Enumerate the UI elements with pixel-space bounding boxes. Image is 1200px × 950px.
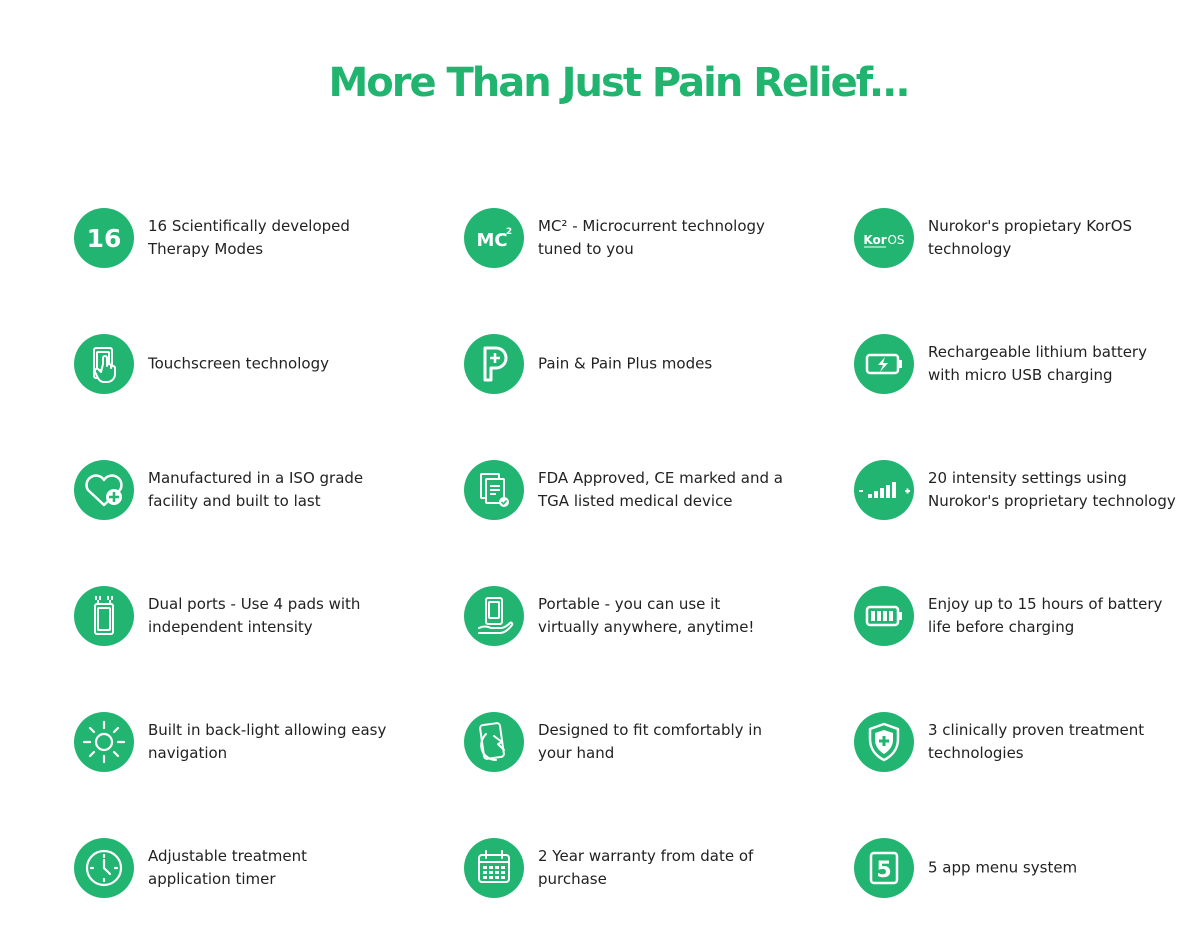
page-title: More Than Just Pain Relief...	[328, 60, 910, 106]
feature-intensity-settings: 20 intensity settings using Nurokor's pr…	[854, 460, 1200, 520]
certified-document-icon	[464, 460, 524, 520]
shield-plus-icon	[854, 712, 914, 772]
feature-text: Designed to fit comfortably in your hand	[538, 721, 762, 762]
intensity-bars-icon	[854, 460, 914, 520]
hand-holding-device-icon	[464, 712, 524, 772]
feature-text: 5 app menu system	[928, 858, 1078, 877]
icon-text: 5	[876, 858, 891, 883]
feature-text: Manufactured in a ISO grade facility and…	[148, 469, 364, 510]
feature-dual-ports: Dual ports - Use 4 pads with independent…	[74, 586, 434, 646]
feature-text: Enjoy up to 15 hours of battery life bef…	[928, 595, 1163, 636]
feature-touchscreen: Touchscreen technology	[74, 334, 434, 394]
icon-text-kor: Kor	[863, 233, 886, 247]
dual-ports-device-icon	[74, 586, 134, 646]
feature-microcurrent: MC 2 MC² - Microcurrent technology tuned…	[464, 208, 824, 268]
feature-ergonomic: Designed to fit comfortably in your hand	[464, 712, 824, 772]
icon-text-os: OS	[887, 233, 904, 247]
number-5-box-icon: 5	[854, 838, 914, 898]
feature-text: Dual ports - Use 4 pads with independent…	[148, 595, 361, 636]
feature-app-menu: 5 5 app menu system	[854, 838, 1200, 898]
touchscreen-icon	[74, 334, 134, 394]
feature-text: FDA Approved, CE marked and a TGA listed…	[538, 469, 783, 510]
clock-icon	[74, 838, 134, 898]
feature-text: Adjustable treatment application timer	[148, 847, 308, 888]
mc2-icon: MC 2	[464, 208, 524, 268]
icon-superscript: 2	[506, 227, 512, 237]
feature-text: Touchscreen technology	[148, 354, 329, 373]
icon-text: 16	[87, 224, 122, 253]
feature-text: 20 intensity settings using Nurokor's pr…	[928, 469, 1176, 510]
feature-clinically-proven: 3 clinically proven treatment technologi…	[854, 712, 1200, 772]
pain-plus-icon	[464, 334, 524, 394]
feature-portable: Portable - you can use it virtually anyw…	[464, 586, 824, 646]
feature-backlight: Built in back-light allowing easy naviga…	[74, 712, 434, 772]
feature-text: Built in back-light allowing easy naviga…	[148, 721, 387, 762]
feature-rechargeable: Rechargeable lithium battery with micro …	[854, 334, 1200, 394]
icon-text: MC	[476, 230, 507, 251]
phone-in-hand-icon	[464, 586, 524, 646]
feature-iso-grade: Manufactured in a ISO grade facility and…	[74, 460, 434, 520]
feature-warranty: 2 Year warranty from date of purchase	[464, 838, 824, 898]
feature-koros: Kor OS Nurokor's propietary KorOS techno…	[854, 208, 1200, 268]
feature-text: Portable - you can use it virtually anyw…	[538, 595, 755, 636]
feature-text: 3 clinically proven treatment technologi…	[928, 721, 1145, 762]
heart-plus-icon	[74, 460, 134, 520]
feature-pain-modes: Pain & Pain Plus modes	[464, 334, 824, 394]
feature-text: 16 Scientifically developed Therapy Mode…	[148, 217, 350, 258]
battery-charging-icon	[854, 334, 914, 394]
feature-text: 2 Year warranty from date of purchase	[538, 847, 754, 888]
feature-timer: Adjustable treatment application timer	[74, 838, 434, 898]
feature-therapy-modes: 16 16 Scientifically developed Therapy M…	[74, 208, 434, 268]
number-16-icon: 16	[74, 208, 134, 268]
feature-text: Rechargeable lithium battery with micro …	[928, 343, 1147, 384]
feature-fda-approved: FDA Approved, CE marked and a TGA listed…	[464, 460, 824, 520]
feature-text: MC² - Microcurrent technology tuned to y…	[538, 217, 765, 258]
features-grid: 16 16 Scientifically developed Therapy M…	[74, 208, 1200, 908]
feature-text: Nurokor's propietary KorOS technology	[928, 217, 1133, 258]
sun-icon	[74, 712, 134, 772]
koros-icon: Kor OS	[854, 208, 914, 268]
battery-full-icon	[854, 586, 914, 646]
calendar-icon	[464, 838, 524, 898]
feature-battery-life: Enjoy up to 15 hours of battery life bef…	[854, 586, 1200, 646]
feature-text: Pain & Pain Plus modes	[538, 354, 713, 373]
